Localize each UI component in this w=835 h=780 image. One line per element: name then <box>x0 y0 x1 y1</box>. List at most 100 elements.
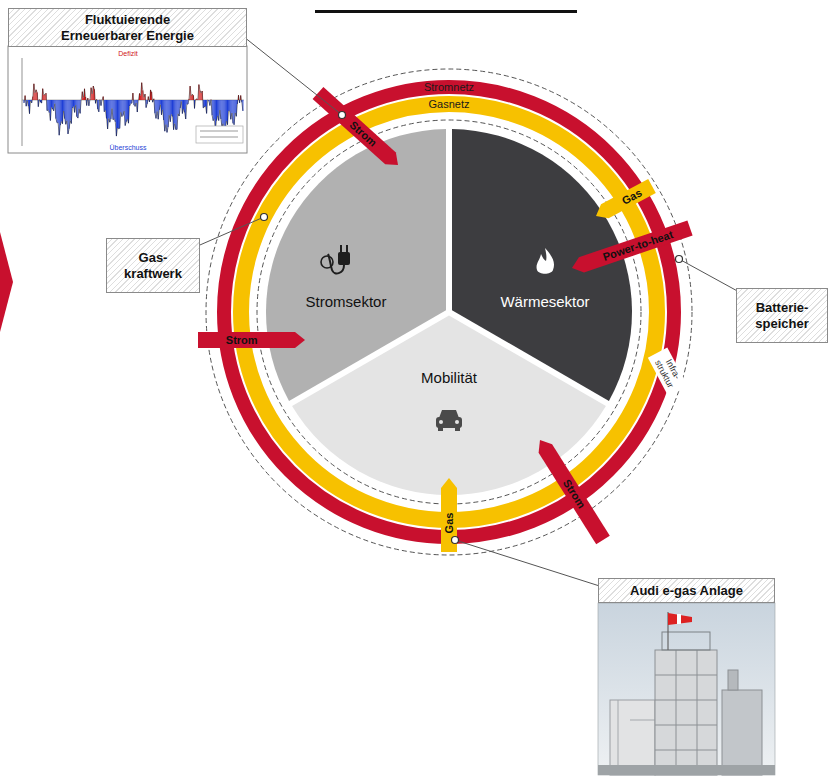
chart-bar <box>157 100 158 111</box>
car-light <box>439 420 443 424</box>
photo-top-frame <box>662 632 710 650</box>
chart-bar <box>66 100 67 121</box>
callout-box: Batterie- speicher <box>736 288 828 343</box>
chart-bar <box>48 100 49 110</box>
chart-bar <box>200 91 201 100</box>
chart-bar <box>181 100 182 101</box>
dashed-ring <box>257 120 641 504</box>
chart-bar <box>65 100 66 124</box>
sector-label: Mobilität <box>421 369 477 387</box>
chart-bar <box>172 100 173 117</box>
callout-text: Fluktuierende Erneuerbarer Energie <box>43 12 213 43</box>
chart-bar <box>167 100 168 132</box>
leader-line <box>247 39 346 118</box>
leader-dot <box>261 214 268 221</box>
chart-bar <box>174 100 175 124</box>
photo-pipe <box>618 700 619 775</box>
photo-building <box>610 700 655 775</box>
chart-bar <box>124 100 125 111</box>
leader-line <box>452 537 599 586</box>
chart-bar <box>204 100 205 107</box>
chart-bar <box>217 100 218 116</box>
chart-bar <box>57 100 58 123</box>
chart-bar <box>120 100 121 112</box>
chart-bar <box>58 100 59 123</box>
leader-stroke <box>247 39 342 115</box>
chart-bar <box>226 100 227 121</box>
photo-column <box>697 650 698 775</box>
photo-tower <box>655 650 717 775</box>
photo-sky <box>598 603 775 775</box>
chart-inset <box>8 46 247 153</box>
chart-label: Defizit <box>118 50 137 58</box>
sector-label: Stromsektor <box>306 293 387 311</box>
chart-bar <box>178 100 179 114</box>
chart-bar <box>70 100 71 121</box>
chart-bar <box>130 100 131 104</box>
chart-bar <box>117 100 118 128</box>
photo-stack <box>728 670 738 690</box>
chart-bar <box>162 100 163 110</box>
chart-bar <box>126 100 127 122</box>
chart-legend-line <box>200 130 238 132</box>
ring-shape <box>233 96 665 528</box>
chart-bar <box>54 100 55 104</box>
leader-dot <box>452 537 459 544</box>
chart-bar <box>175 100 176 130</box>
dashed-ring <box>206 69 692 555</box>
chart-bar <box>73 100 74 107</box>
arrow-label: Strom <box>226 335 258 346</box>
callout-box: Fluktuierende Erneuerbarer Energie <box>8 8 247 47</box>
chart-bar <box>35 93 36 100</box>
chart-bar <box>186 100 187 104</box>
chart-bar <box>52 100 53 109</box>
sector-label: Wärmesektor <box>500 293 589 311</box>
chart-bar <box>127 100 128 119</box>
callout-text: Gas- kraftwerk <box>118 250 188 281</box>
chart-bar <box>51 100 52 107</box>
chart-bar <box>140 95 141 100</box>
title-bar <box>315 10 577 13</box>
chart-bar <box>165 100 166 125</box>
callout-text: Batterie- speicher <box>747 300 817 331</box>
ring-band <box>224 87 674 537</box>
chart-legend-box <box>196 126 243 143</box>
photo-floor <box>655 725 717 726</box>
plug-prong <box>340 245 342 252</box>
leader-dot <box>676 256 683 263</box>
callout-box: Gas- kraftwerk <box>106 238 200 293</box>
chart-bar <box>79 100 80 109</box>
callout-box: Audi e-gas Anlage <box>598 578 775 603</box>
car-cabin <box>439 410 459 418</box>
grid-ring: Stromnetz <box>217 80 681 544</box>
chart-bar <box>105 100 106 111</box>
chart-bar <box>228 100 229 111</box>
car-light <box>455 420 459 424</box>
photo-windsock-stripe <box>677 614 681 624</box>
chart-axis <box>22 58 23 146</box>
sector-shape <box>266 129 632 495</box>
car-wheel <box>438 427 443 431</box>
ring-label: Stromnetz <box>217 80 681 94</box>
chart-bar <box>171 100 172 114</box>
chart-bar <box>121 100 122 117</box>
chart-bar <box>72 100 73 108</box>
chart-bar <box>223 100 224 124</box>
plug-body <box>338 252 350 265</box>
chart-bar <box>118 100 119 129</box>
chart-bar <box>63 100 64 111</box>
chart-bar <box>143 97 144 100</box>
chart-bar <box>183 100 184 109</box>
chart-bar <box>49 100 50 113</box>
chart-bar <box>201 93 202 100</box>
chart-bar <box>60 100 61 125</box>
chart-bar <box>213 100 214 121</box>
sector-fill <box>292 315 606 495</box>
chart-bar <box>114 100 115 119</box>
chart-bar <box>43 95 44 100</box>
chart-bar <box>109 100 110 122</box>
sector-shape <box>266 129 632 495</box>
sector-shape <box>266 129 632 495</box>
chart-frame <box>8 46 247 153</box>
